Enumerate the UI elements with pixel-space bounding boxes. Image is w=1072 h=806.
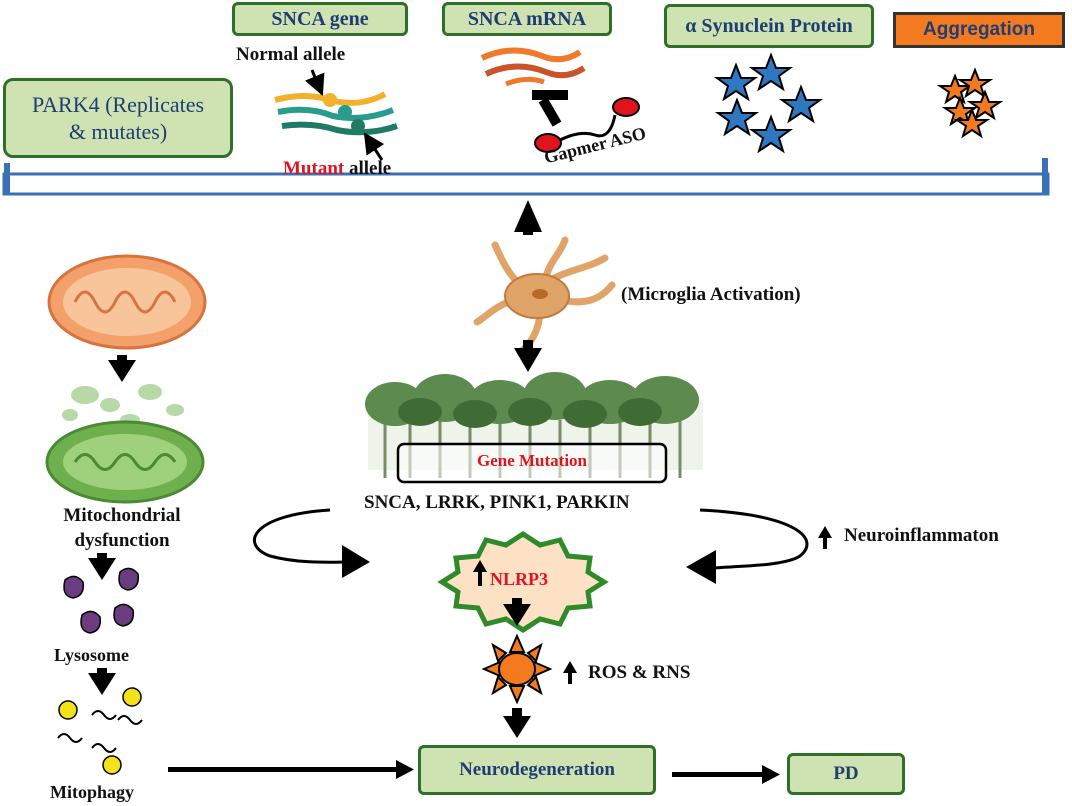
arrow-down-dysfunction [88,553,116,580]
right-curved-arrowhead [686,550,716,584]
up-arrow-neuroinflammation [818,526,832,549]
dna-allele-icon [274,69,398,161]
microglia-icon [473,236,616,356]
genes-label: SNCA, LRRK, PINK1, PARKIN [364,492,630,513]
alpha-synuclein-box: α Synuclein Protein [664,4,874,48]
nlrp3-badge [437,531,609,633]
snca-gene-label: SNCA gene [271,7,369,30]
alpha-synuclein-stars [713,52,824,154]
arrow-up-to-bar [514,200,542,235]
park4-box: PARK4 (Replicates & mutates) [3,78,233,158]
aggregation-stars [936,67,1004,139]
gapmer-aso-icon [532,90,640,153]
top-timeline-bar [2,158,1050,196]
arrow-down-mito [108,355,136,382]
allele-word: allele [348,158,392,179]
mitophagy-icon [57,687,143,775]
park4-line2: & mutates) [68,119,168,144]
arrow-neurodegeneration-to-pd [672,765,780,784]
mitophagy-label: Mitophagy [50,782,135,802]
ros-rns-label: ROS & RNS [588,662,691,683]
mito-line1: Mitochondrial [63,505,181,526]
up-arrow-ros [563,661,577,684]
arrow-down-ros [503,708,531,738]
neuroinflammation-label: Neuroinflammaton [844,525,999,546]
mito-line2: dysfunction [74,529,170,551]
normal-allele-label: Normal allele [236,44,346,65]
left-curved-arrowhead [342,545,370,578]
mitochondrion-healthy-icon [47,254,207,350]
arrow-down-nlrp3 [503,598,531,626]
left-curved-arrow [252,508,353,564]
up-arrow-nlrp3 [473,560,487,586]
microglia-activation-label: (Microglia Activation) [621,284,801,305]
park4-line1: PARK4 (Replicates [31,91,205,117]
neurodegeneration-label: Neurodegeneration [459,759,615,780]
pd-label: PD [833,763,859,784]
nlrp3-label: NLRP3 [490,569,548,589]
snca-mrna-box: SNCA mRNA [442,2,612,36]
lysosome-icon [63,567,140,634]
mrna-icon [480,47,586,87]
ros-sun-icon [481,633,553,705]
mutant-allele-label: Mutant allele [283,158,391,180]
alpha-synuclein-label: α Synuclein Protein [685,14,853,37]
gene-mutation-label: Gene Mutation [476,451,588,470]
snca-mrna-label: SNCA mRNA [467,7,587,30]
gene-mutation-frame [396,442,668,484]
mitochondrion-damaged-icon [45,384,205,504]
snca-gene-box: SNCA gene [232,2,408,36]
right-curved-arrow [699,508,809,570]
mutant-word: Mutant [283,158,345,179]
arrow-down-lysosome [88,668,116,695]
arrow-mitophagy-to-neurodegeneration [168,760,414,779]
pd-box: PD [787,753,905,795]
aggregation-label: Aggregation [923,19,1035,40]
aggregation-box: Aggregation [893,12,1065,48]
mito-dysfunction-label: Mitochondrial dysfunction [42,504,202,553]
lysosome-label: Lysosome [54,645,130,665]
neurodegeneration-box: Neurodegeneration [418,745,656,795]
arrow-down-microglia [514,340,542,372]
